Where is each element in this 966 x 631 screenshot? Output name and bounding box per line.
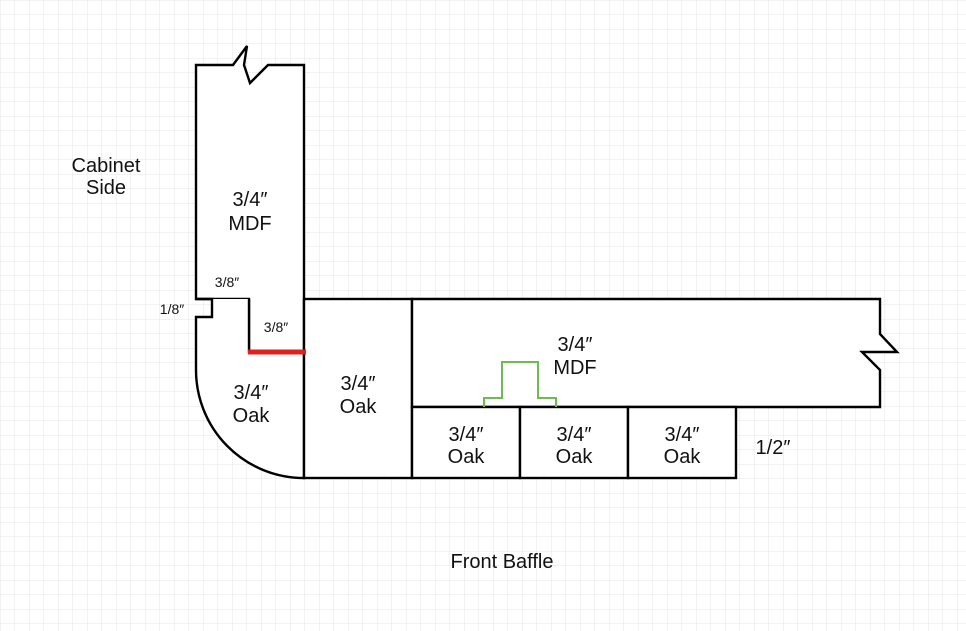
round-corner-material: Oak: [233, 405, 271, 427]
green-groove-outline: [483, 361, 557, 407]
strip-offset-dimension: 1/2″: [756, 437, 791, 459]
side-panel-thickness: 3/4″: [233, 189, 268, 211]
round-corner-thickness: 3/4″: [234, 382, 269, 404]
oak-corner-block: [302, 297, 414, 480]
front-baffle-mdf-panel: [410, 297, 900, 409]
side-panel-material: MDF: [228, 213, 271, 235]
cabinet-side-label-line2: Side: [86, 177, 126, 199]
strip-2-thickness: 3/4″: [557, 424, 592, 446]
front-baffle-label: Front Baffle: [450, 551, 553, 573]
strip-1-thickness: 3/4″: [449, 424, 484, 446]
notch-dimension: 1/8″: [160, 301, 184, 317]
cabinet-side-label-line1: Cabinet: [72, 155, 141, 177]
corner-block-thickness: 3/4″: [341, 373, 376, 395]
strip-3-thickness: 3/4″: [665, 424, 700, 446]
strip-2-material: Oak: [556, 446, 594, 468]
oak-strip-1: [410, 405, 522, 480]
baffle-panel-material: MDF: [553, 357, 596, 379]
strip-1-material: Oak: [448, 446, 486, 468]
rabbet-depth-dimension: 3/8″: [264, 319, 288, 335]
rounded-oak-corner: [194, 297, 306, 480]
strip-3-material: Oak: [664, 446, 702, 468]
rabbet-width-dimension: 3/8″: [215, 274, 239, 290]
corner-block-material: Oak: [340, 396, 378, 418]
baffle-panel-thickness: 3/4″: [558, 334, 593, 356]
oak-strip-3: [626, 405, 738, 480]
